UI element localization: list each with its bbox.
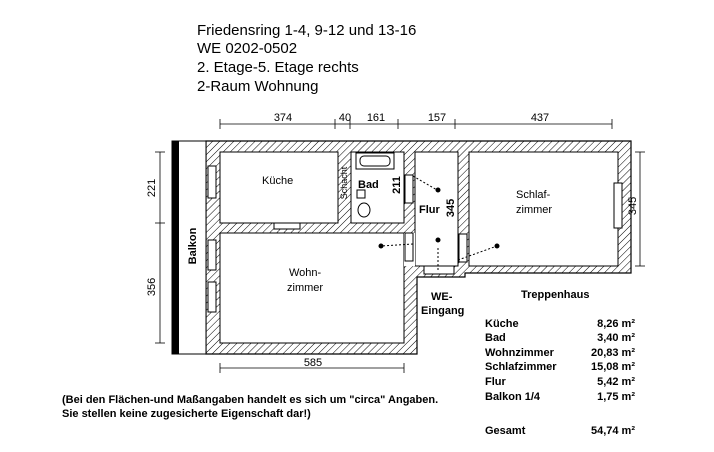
area-value: 3,40 m² [597,332,635,344]
room-flur: Flur [419,204,440,216]
dim-flur-345: 345 [445,199,457,217]
area-name: Wohnzimmer [485,347,554,359]
room-wohn-1: Wohn- [289,267,322,279]
room-balkon: Balkon [187,227,199,264]
dim-left-356: 356 [146,278,158,296]
area-name: Schlafzimmer [485,361,557,373]
dim-top-161: 161 [367,112,385,124]
dim-top-437: 437 [531,112,549,124]
area-name: Balkon 1/4 [485,391,541,403]
dim-bottom-585: 585 [304,357,322,369]
label-treppenhaus: Treppenhaus [521,289,590,301]
bath-fixtures [355,152,395,218]
area-name: Flur [485,376,506,388]
label-eingang: Eingang [421,305,465,317]
header-address: Friedensring 1-4, 9-12 und 13-16 [197,22,417,39]
dimension-lines [155,119,645,373]
label-we: WE- [431,291,453,303]
area-value: 20,83 m² [590,347,635,359]
walls [205,140,632,355]
room-bad: Bad [358,179,379,191]
balcony [171,140,207,355]
total-name: Gesamt [485,425,526,437]
header-floors: 2. Etage-5. Etage rechts [197,59,359,76]
room-schacht: Schacht [339,166,349,199]
dim-bad-211: 211 [391,176,403,194]
disclaimer-line-2: Sie stellen keine zugesicherte Eigenscha… [62,408,311,420]
room-wohn-2: zimmer [287,282,324,294]
disclaimer-line-1: (Bei den Flächen-und Maßangaben handelt … [62,394,439,406]
dim-top-157: 157 [428,112,446,124]
room-schlaf-1: Schlaf- [516,189,551,201]
header-unit: WE 0202-0502 [197,40,298,57]
room-kueche: Küche [262,175,294,187]
dim-right-345: 345 [627,197,639,215]
area-name: Küche [485,318,519,330]
area-value: 15,08 m² [590,361,635,373]
dim-top-40: 40 [339,112,351,124]
dim-left-221: 221 [146,179,158,197]
area-value: 8,26 m² [597,318,635,330]
header-type: 2-Raum Wohnung [197,78,319,95]
total-value: 54,74 m² [590,425,635,437]
area-value: 5,42 m² [597,376,635,388]
doors [378,174,500,275]
area-name: Bad [485,332,506,344]
room-schlaf-2: zimmer [516,204,553,216]
windows [207,165,623,313]
area-value: 1,75 m² [597,391,635,403]
dim-top-374: 374 [274,112,292,124]
